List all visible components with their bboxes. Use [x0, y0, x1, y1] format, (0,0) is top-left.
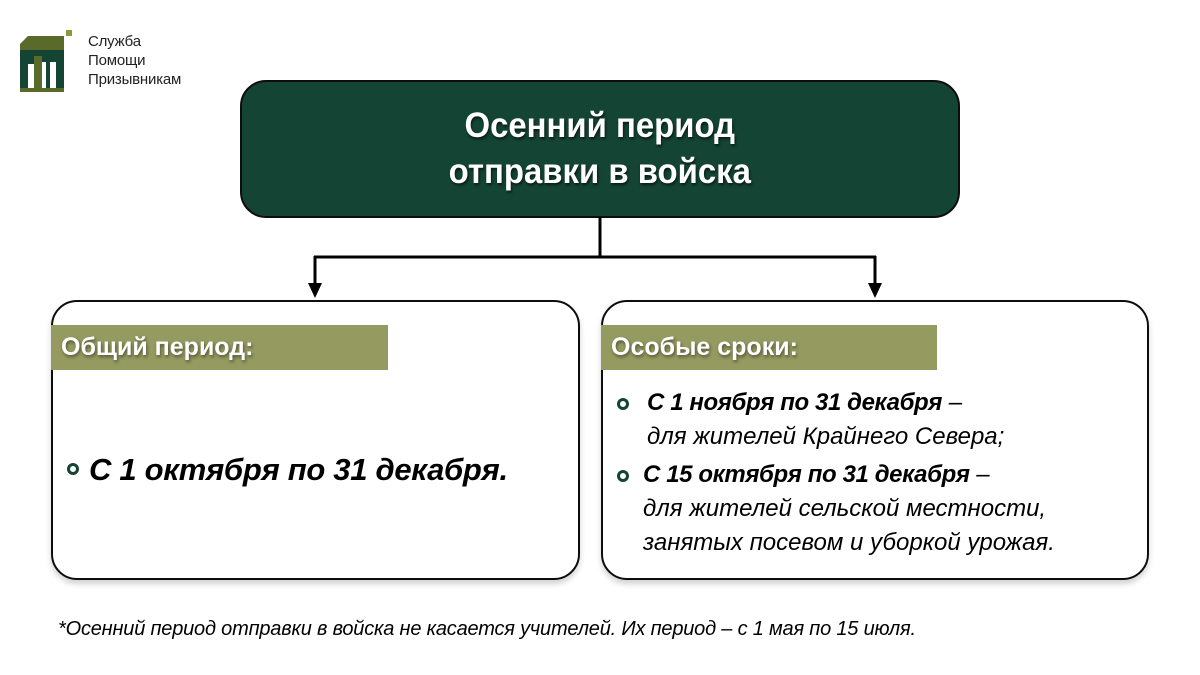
special-term-item: С 1 ноября по 31 декабря – для жителей К… — [617, 386, 1141, 454]
logo-line-3: Призывникам — [88, 71, 182, 88]
logo-line-1: Служба — [88, 33, 141, 50]
logo-mark-icon — [20, 30, 72, 92]
arrow-down-icon — [868, 283, 882, 298]
title-line-1: Осенний период — [464, 106, 736, 145]
special-term-dash: – — [942, 389, 963, 416]
footnote: *Осенний период отправки в войска не кас… — [58, 618, 916, 640]
special-terms-header: Особые сроки: — [601, 325, 937, 370]
circle-bullet-icon — [67, 462, 79, 475]
general-period-panel: Общий период: С 1 октября по 31 декабря. — [51, 300, 580, 580]
arrow-down-icon — [308, 283, 322, 298]
title-line-2: отправки в войска — [448, 152, 752, 191]
circle-bullet-icon — [617, 470, 629, 482]
special-term-description-line-2: занятых посевом и уборкой урожая. — [643, 529, 1055, 556]
special-term-description: для жителей Крайнего Севера; — [647, 423, 1005, 450]
general-period-item: С 1 октября по 31 декабря. — [67, 452, 508, 488]
circle-bullet-icon — [617, 398, 629, 410]
page-title: Осенний период отправки в войска — [449, 103, 751, 195]
general-period-header: Общий период: — [51, 325, 388, 370]
special-term-item: С 15 октября по 31 декабря – для жителей… — [617, 458, 1141, 560]
logo-line-2: Помощи — [88, 52, 146, 69]
special-term-dates: С 15 октября по 31 декабря — [643, 461, 970, 488]
special-terms-header-label: Особые сроки: — [611, 333, 798, 361]
special-terms-panel: Особые сроки: С 1 ноября по 31 декабря –… — [601, 300, 1149, 580]
title-box: Осенний период отправки в войска — [240, 80, 960, 218]
special-terms-list: С 1 ноября по 31 декабря – для жителей К… — [617, 386, 1141, 560]
special-term-dash: – — [969, 461, 990, 488]
special-term-description-line-1: для жителей сельской местности, — [643, 495, 1047, 522]
logo-text: Служба Помощи Призывникам — [88, 32, 181, 89]
special-term-dates: С 1 ноября по 31 декабря — [647, 389, 943, 416]
logo: Служба Помощи Призывникам — [20, 30, 181, 92]
general-period-text: С 1 октября по 31 декабря. — [89, 452, 508, 487]
general-period-header-label: Общий период: — [61, 333, 254, 361]
